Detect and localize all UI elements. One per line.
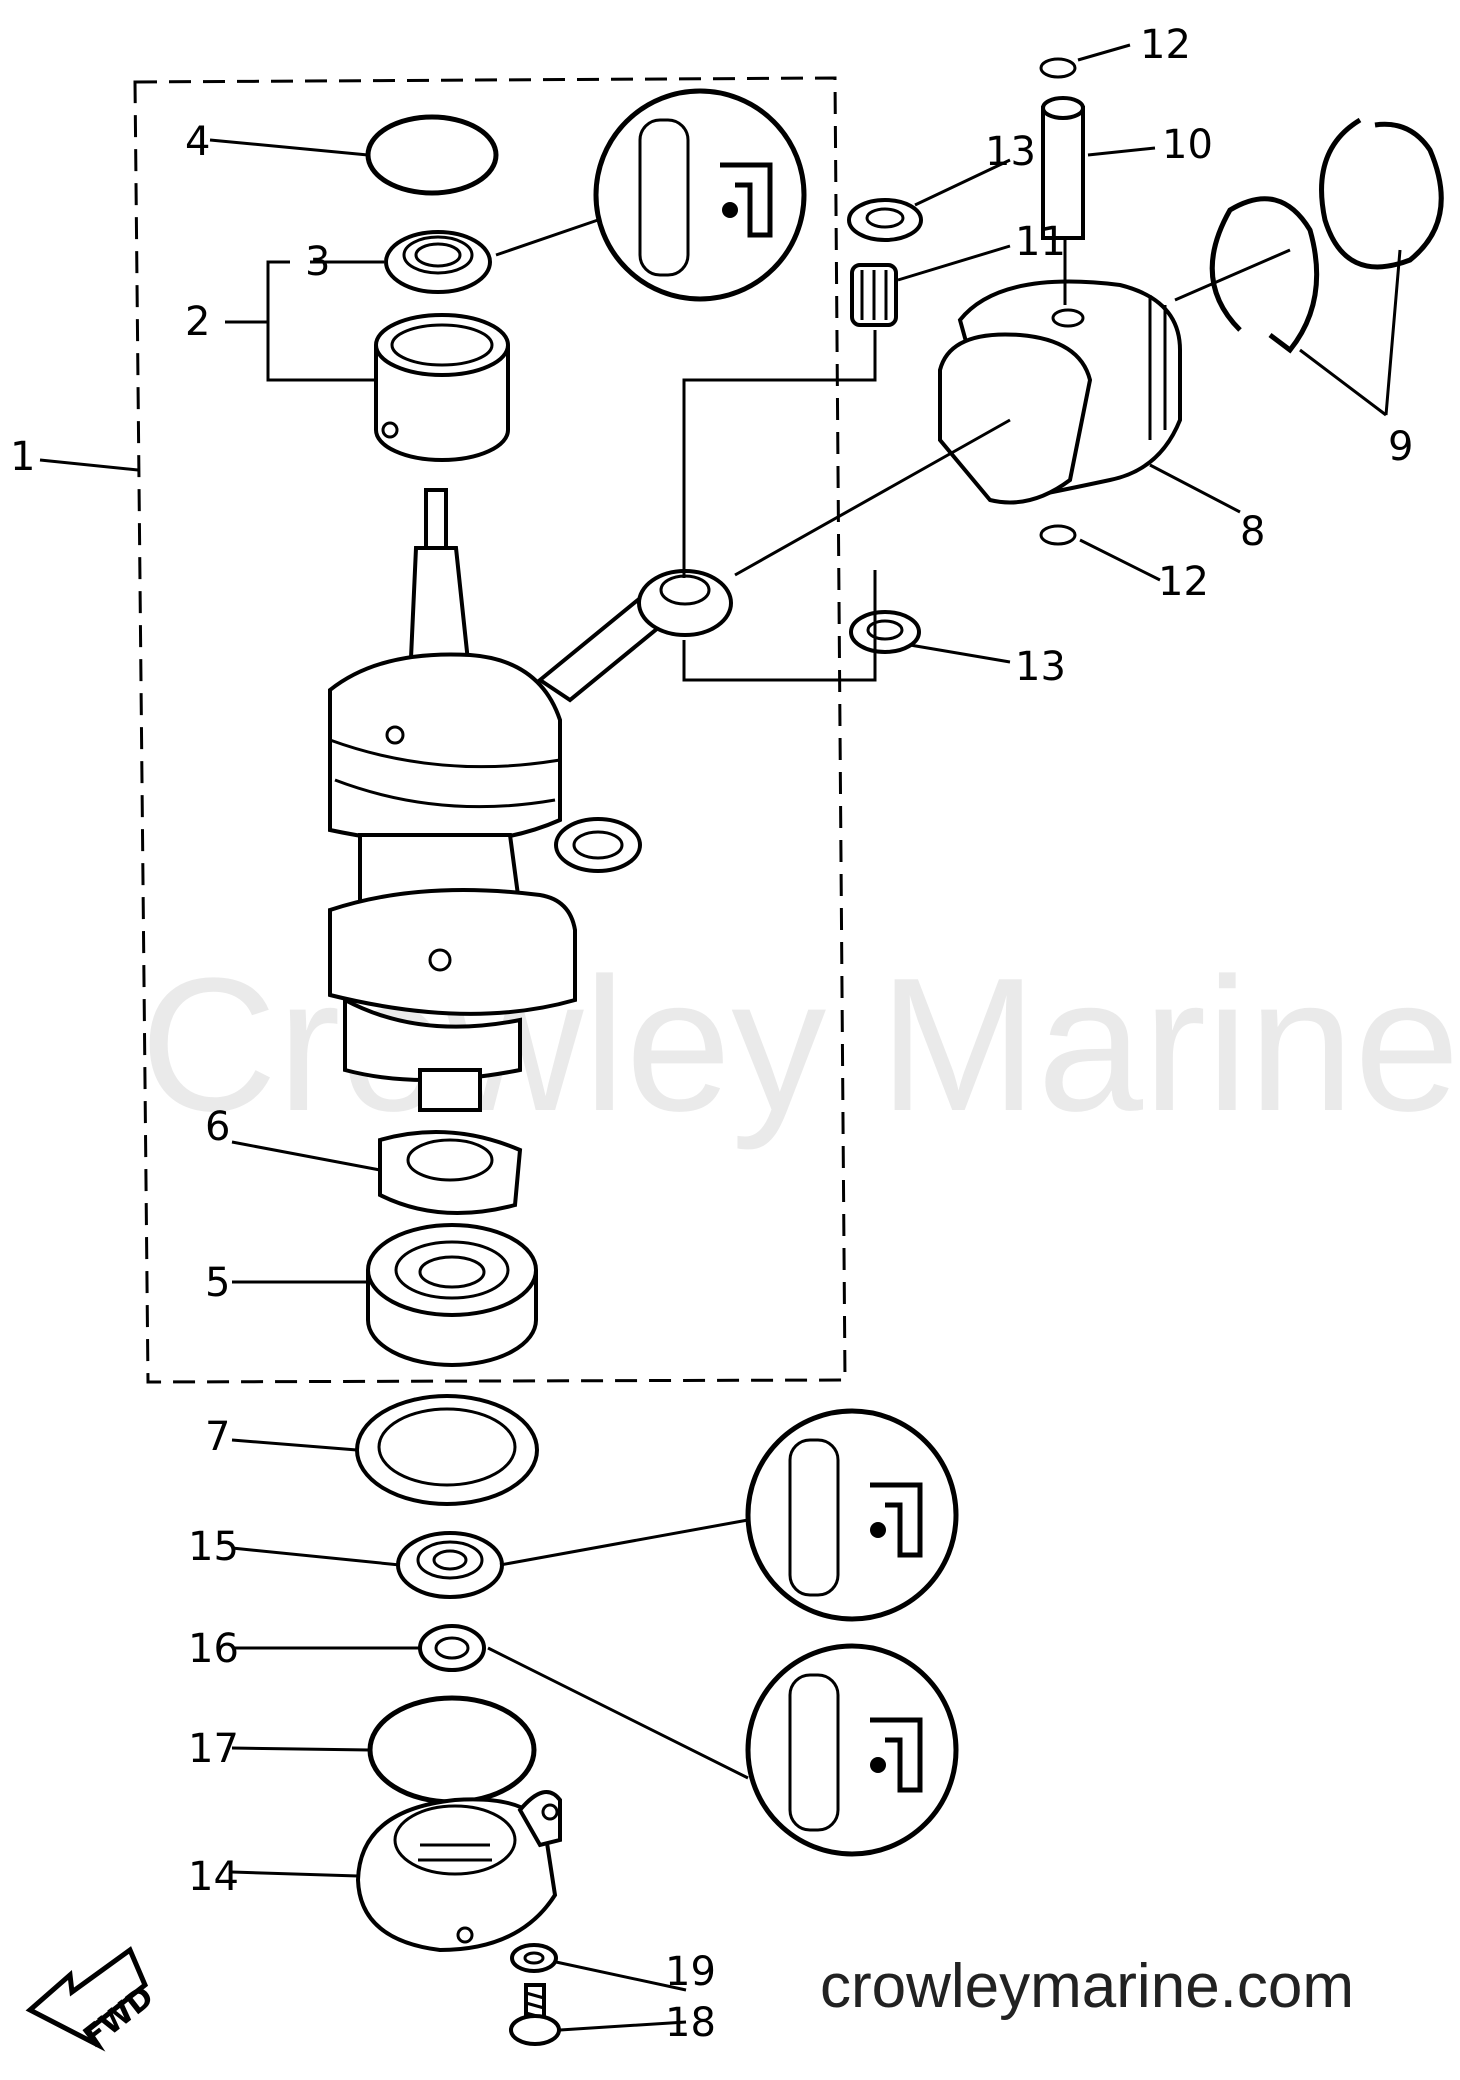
connecting-rod — [536, 569, 733, 703]
part-3-oil-seal — [384, 230, 492, 294]
callout-17: 17 — [188, 1726, 239, 1772]
callout-12b: 12 — [1158, 559, 1209, 605]
seal-detail-circle-middle — [745, 1408, 959, 1622]
part-17-o-ring — [367, 1695, 537, 1805]
site-url: crowleymarine.com — [820, 1952, 1354, 2021]
part-6-retainer — [378, 1130, 523, 1215]
callout-7: 7 — [205, 1414, 230, 1460]
callout-15: 15 — [188, 1524, 239, 1570]
forward-direction-arrow: FWD — [25, 1946, 161, 2055]
part-14-housing — [355, 1790, 562, 1953]
part-5-ball-bearing — [366, 1223, 538, 1367]
detail-leader-lines — [487, 218, 749, 1780]
part-19-washer — [510, 1943, 558, 1973]
callout-10: 10 — [1162, 122, 1213, 168]
part-8-piston — [938, 279, 1182, 505]
part-7-plate — [355, 1394, 539, 1506]
callout-8: 8 — [1240, 509, 1265, 555]
fwd-label: FWD — [77, 1979, 160, 2055]
part-9-piston-ring-a — [1209, 196, 1320, 354]
seal-detail-circle-top — [593, 88, 807, 302]
callout-9: 9 — [1388, 424, 1413, 470]
callout-5: 5 — [205, 1260, 230, 1306]
part-12-clip-top — [1039, 57, 1077, 79]
callout-18: 18 — [665, 2000, 716, 2046]
part-15-oil-seal — [396, 1531, 504, 1599]
callout-leader-lines — [39, 43, 1402, 2032]
callout-19: 19 — [665, 1949, 716, 1995]
callout-11: 11 — [1015, 219, 1066, 265]
callout-3: 3 — [305, 239, 330, 285]
crankshaft-assembly-boundary — [133, 76, 847, 1384]
part-13-washer-bottom — [849, 610, 921, 654]
callout-4: 4 — [185, 119, 210, 165]
crankshaft — [328, 488, 642, 1112]
callout-13a: 13 — [985, 129, 1036, 175]
callout-6: 6 — [205, 1104, 230, 1150]
part-11-needle-bearing — [850, 263, 898, 327]
part-10-piston-pin — [1041, 96, 1085, 240]
part-16-oil-seal — [418, 1624, 486, 1672]
seal-detail-circle-bottom — [745, 1643, 959, 1857]
callout-12a: 12 — [1140, 22, 1191, 68]
part-13-washer-top — [847, 198, 923, 242]
callout-16: 16 — [188, 1626, 239, 1672]
part-2-bearing-bush — [374, 313, 510, 462]
part-4-o-ring — [365, 114, 499, 196]
callout-13b: 13 — [1015, 644, 1066, 690]
part-12-clip-bottom — [1039, 524, 1077, 546]
part-9-piston-ring-b — [1319, 117, 1444, 270]
callout-2: 2 — [185, 299, 210, 345]
callout-1: 1 — [10, 434, 35, 480]
part-18-bolt — [509, 1983, 561, 2046]
callout-14: 14 — [188, 1854, 239, 1900]
